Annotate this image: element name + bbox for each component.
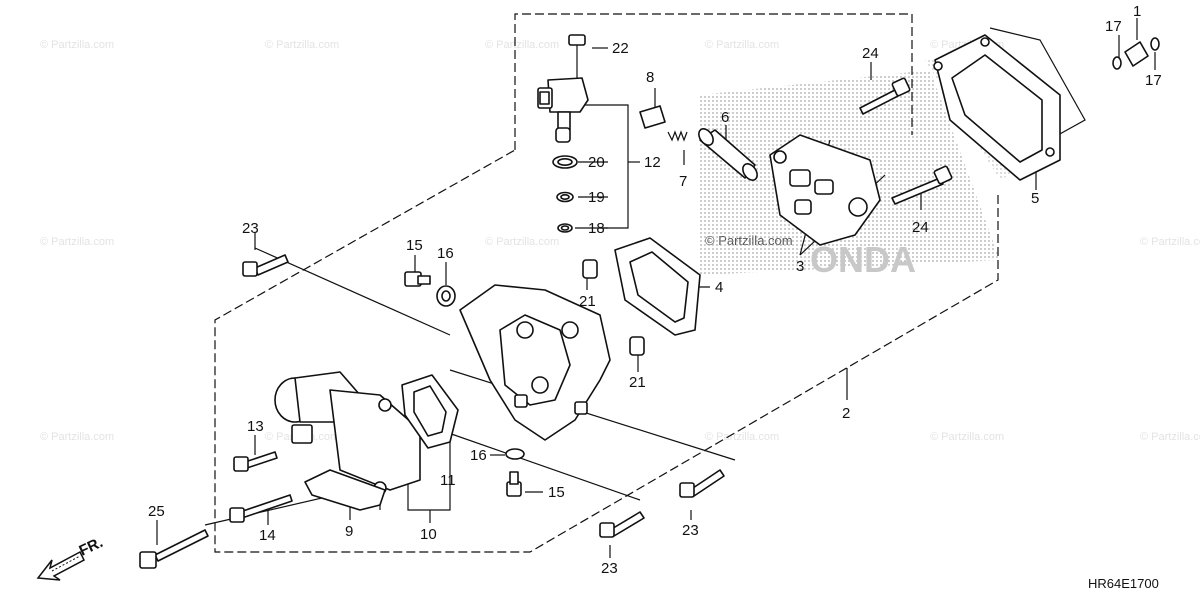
watermark: © Partzilla.com: [265, 39, 339, 51]
watermark: © Partzilla.com: [40, 236, 114, 248]
callout: 25: [148, 503, 165, 520]
watermark: © Partzilla.com: [40, 431, 114, 443]
o-ring-18[interactable]: [557, 223, 573, 233]
front-label: FR.: [77, 534, 106, 560]
callout: 5: [1031, 190, 1039, 207]
dowel-21-upper[interactable]: [582, 259, 598, 279]
bolt-14[interactable]: [229, 494, 293, 523]
callout: 24: [862, 45, 879, 62]
plate-8[interactable]: [639, 105, 666, 129]
bolt-23-bottom[interactable]: [599, 511, 645, 538]
watermark: © Partzilla.com: [930, 431, 1004, 443]
callout: 17: [1145, 72, 1162, 89]
figure-code: HR64E1700: [1088, 576, 1159, 591]
valve-body-3[interactable]: [769, 134, 881, 246]
callout: 20: [588, 154, 605, 171]
watermark: © Partzilla.com: [705, 39, 779, 51]
watermark: © Partzilla.com: [485, 236, 559, 248]
svg-text:ONDA: ONDA: [810, 239, 916, 280]
callout: 2: [842, 405, 850, 422]
callout: 11: [440, 472, 456, 489]
callout: 15: [406, 237, 423, 254]
gasket-5[interactable]: [933, 34, 1061, 181]
callout: 16: [470, 447, 487, 464]
callout: 21: [579, 293, 596, 310]
bolt-24-lower[interactable]: [891, 165, 953, 205]
callout: 3: [796, 258, 804, 275]
washer-17-left[interactable]: [1112, 56, 1122, 70]
gasket-4[interactable]: [614, 237, 701, 336]
callout: 7: [679, 173, 687, 190]
bolt-13[interactable]: [233, 451, 278, 472]
washer-16-upper[interactable]: [436, 285, 456, 307]
gasket-11[interactable]: [401, 374, 459, 449]
callout: 8: [646, 69, 654, 86]
front-arrow-icon: [36, 550, 85, 581]
callout: 15: [548, 484, 565, 501]
bolt-23-top-left[interactable]: [242, 254, 289, 277]
callout-labels: 22 8 6 7 12 20 19 18 24 24 3 4 5 17 1 17…: [148, 3, 1162, 577]
watermark: © Partzilla.com: [705, 431, 779, 443]
plug-1[interactable]: [1124, 41, 1149, 67]
callout: 21: [629, 374, 646, 391]
callout: 12: [644, 154, 661, 171]
callout: 19: [588, 189, 605, 206]
spring-7[interactable]: [667, 130, 688, 142]
callout: 24: [912, 219, 929, 236]
watermark: © Partzilla.com: [1140, 236, 1200, 248]
callout: 16: [437, 245, 454, 262]
callout: 9: [345, 523, 353, 540]
bolt-23-mid-right[interactable]: [679, 469, 725, 498]
watermark: © Partzilla.com: [40, 39, 114, 51]
washer-16-lower[interactable]: [505, 448, 525, 460]
callout: 17: [1105, 18, 1122, 35]
callout: 4: [715, 279, 723, 296]
bolt-15-lower[interactable]: [506, 471, 522, 497]
callout: 10: [420, 526, 437, 543]
callout: 18: [588, 220, 605, 237]
watermark: © Partzilla.com: [485, 39, 559, 51]
plate-9[interactable]: [304, 469, 386, 511]
assembly-outlines: [214, 13, 1086, 553]
front-direction-marker: FR.: [36, 534, 106, 581]
callout: 13: [247, 418, 264, 435]
callout: 23: [682, 522, 699, 539]
linear-solenoid-upper[interactable]: [537, 34, 589, 143]
callout: 22: [612, 40, 629, 57]
bolt-15-upper[interactable]: [404, 271, 431, 287]
o-ring-19[interactable]: [556, 191, 574, 203]
callout: 23: [601, 560, 618, 577]
callout: 1: [1133, 3, 1141, 20]
spool-valve-6[interactable]: [696, 126, 760, 183]
dowel-21-lower[interactable]: [629, 336, 645, 356]
watermark: © Partzilla.com: [1140, 431, 1200, 443]
o-ring-20[interactable]: [552, 155, 578, 169]
callout: 14: [259, 527, 276, 544]
bolt-24-upper[interactable]: [859, 77, 911, 115]
callout: 23: [242, 220, 259, 237]
washer-17-right[interactable]: [1150, 37, 1160, 51]
linear-solenoid-lower[interactable]: [274, 371, 421, 495]
callout: 6: [721, 109, 729, 126]
bolt-25[interactable]: [139, 529, 209, 569]
valve-body-2[interactable]: [459, 284, 611, 441]
